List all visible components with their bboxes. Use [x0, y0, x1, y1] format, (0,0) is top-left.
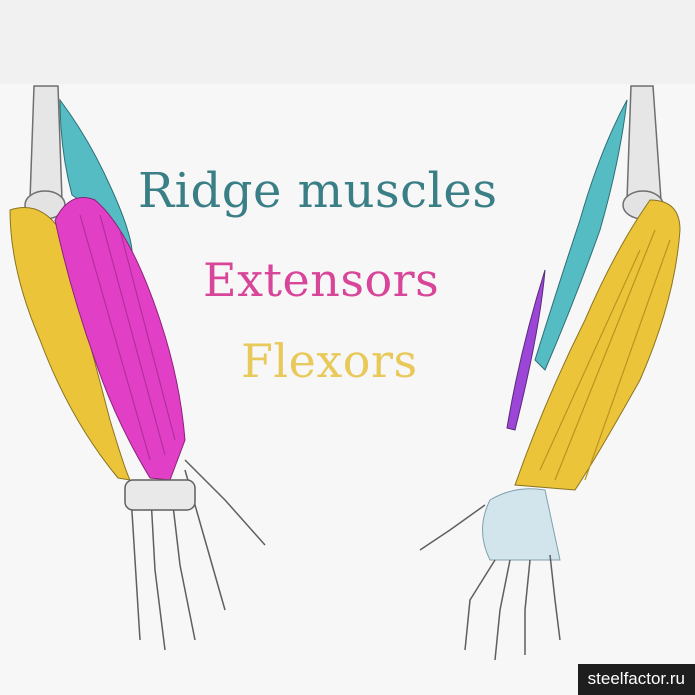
- palmar-aponeurosis: [482, 488, 561, 561]
- watermark: steelfactor.ru: [577, 664, 695, 695]
- right-forearm-illustration: [419, 85, 681, 661]
- flexor-muscle: [514, 199, 681, 491]
- flexor-muscle-fibers: [539, 229, 671, 481]
- extensor-muscle-fibers: [79, 214, 176, 461]
- top-band: [0, 0, 695, 84]
- hand-bones: [419, 504, 561, 661]
- ridge-muscle: [534, 99, 628, 371]
- hand-bones: [124, 459, 266, 651]
- extensor-muscle: [506, 269, 546, 431]
- left-forearm-illustration: [9, 85, 266, 651]
